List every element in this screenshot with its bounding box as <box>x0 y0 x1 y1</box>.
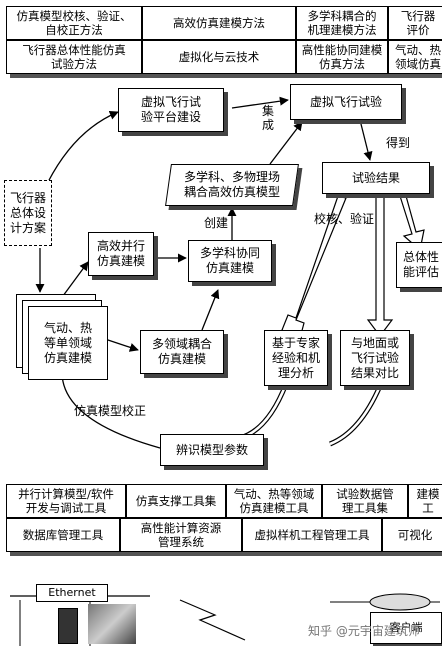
bottom-cell-1-4: 试验数据管 理工具集 <box>322 484 408 518</box>
overall-eval-node: 总体性 能评估 <box>396 242 442 288</box>
watermark: 知乎 @元宇宙建筑师 <box>308 622 420 639</box>
multi-field-coupling-label: 多领域耦合 仿真建模 <box>151 337 212 366</box>
workstation-image <box>88 604 136 644</box>
ethernet-label: Ethernet <box>48 586 96 599</box>
multi-physics-model-node: 多学科、多物理场 耦合高效仿真模型 <box>165 164 299 206</box>
bottom-table-shadow <box>10 552 442 556</box>
identify-params-label: 辨识模型参数 <box>175 442 248 457</box>
top-table-shadow <box>10 74 442 78</box>
integrate-label: 集 成 <box>262 104 275 132</box>
ethernet-box: Ethernet <box>36 584 108 602</box>
aircraft-scheme-node: 飞行器 总体设 计方案 <box>4 180 52 246</box>
collab-model-label: 多学科协同 仿真建模 <box>199 246 260 275</box>
top-cell-2-3: 高性能协同建模 仿真方法 <box>296 40 388 74</box>
virtual-flight-test-label: 虚拟飞行试验 <box>309 94 382 109</box>
bottom-cell-2-4: 可视化 <box>382 518 442 552</box>
test-results-label: 试验结果 <box>351 170 400 185</box>
top-cell-1-4: 飞行器 评价 <box>388 6 442 40</box>
virtual-platform-node: 虚拟飞行试 验平台建设 <box>118 88 224 132</box>
top-cell-2-1: 飞行器总体性能仿真 试验方法 <box>6 40 142 74</box>
obtain-label: 得到 <box>386 136 411 150</box>
ground-compare-label: 与地面或 飞行试验 结果对比 <box>350 335 399 380</box>
right-server-label: 客户端 <box>389 621 423 634</box>
parallel-model-node: 高效并行 仿真建模 <box>88 232 154 276</box>
top-cell-2-2: 虚拟化与云技术 <box>142 40 296 74</box>
bottom-cell-2-3: 虚拟样机工程管理工具 <box>242 518 382 552</box>
multi-field-coupling-node: 多领域耦合 仿真建模 <box>140 330 224 374</box>
overall-eval-label: 总体性 能评估 <box>402 250 439 279</box>
identify-params-node: 辨识模型参数 <box>160 434 264 466</box>
top-cell-1-3: 多学科耦合的 机理建模方法 <box>296 6 388 40</box>
top-cell-1-1: 仿真模型校核、验证、 自校正方法 <box>6 6 142 40</box>
aircraft-scheme-label: 飞行器 总体设 计方案 <box>9 190 46 235</box>
bottom-cell-1-1: 并行计算模型/软件 开发与调试工具 <box>6 484 126 518</box>
server-icon <box>58 608 78 644</box>
parallel-model-label: 高效并行 仿真建模 <box>96 239 145 268</box>
test-results-node: 试验结果 <box>322 162 430 194</box>
multi-physics-model-label: 多学科、多物理场 耦合高效仿真模型 <box>183 170 280 199</box>
watermark-text: 知乎 @元宇宙建筑师 <box>308 624 420 638</box>
expert-analysis-node: 基于专家 经验和机 理分析 <box>264 330 328 386</box>
ground-compare-node: 与地面或 飞行试验 结果对比 <box>340 330 410 386</box>
bottom-cell-2-1: 数据库管理工具 <box>6 518 120 552</box>
bottom-cell-1-2: 仿真支撑工具集 <box>126 484 226 518</box>
top-cell-1-2: 高效仿真建模方法 <box>142 6 296 40</box>
collab-model-node: 多学科协同 仿真建模 <box>188 240 272 282</box>
bottom-cell-2-2: 高性能计算资源 管理系统 <box>120 518 242 552</box>
verify-label: 校核、验证 <box>314 212 375 226</box>
bottom-cell-1-5: 建模 工 <box>408 484 442 518</box>
virtual-platform-label: 虚拟飞行试 验平台建设 <box>140 95 201 124</box>
right-server-box: 客户端 <box>370 612 442 644</box>
expert-analysis-label: 基于专家 经验和机 理分析 <box>271 335 320 380</box>
virtual-flight-test-node: 虚拟飞行试验 <box>290 84 402 120</box>
bottom-cell-1-3: 气动、热等领域 仿真建模工具 <box>226 484 322 518</box>
top-cell-2-4: 气动、热 领域仿真 <box>388 40 442 74</box>
model-correction-label: 仿真模型校正 <box>74 404 147 418</box>
create-label: 创建 <box>204 216 229 230</box>
single-field-docs-label: 气动、热 等单领域 仿真建模 <box>43 320 92 365</box>
doc-sheet-front: 气动、热 等单领域 仿真建模 <box>28 306 108 380</box>
